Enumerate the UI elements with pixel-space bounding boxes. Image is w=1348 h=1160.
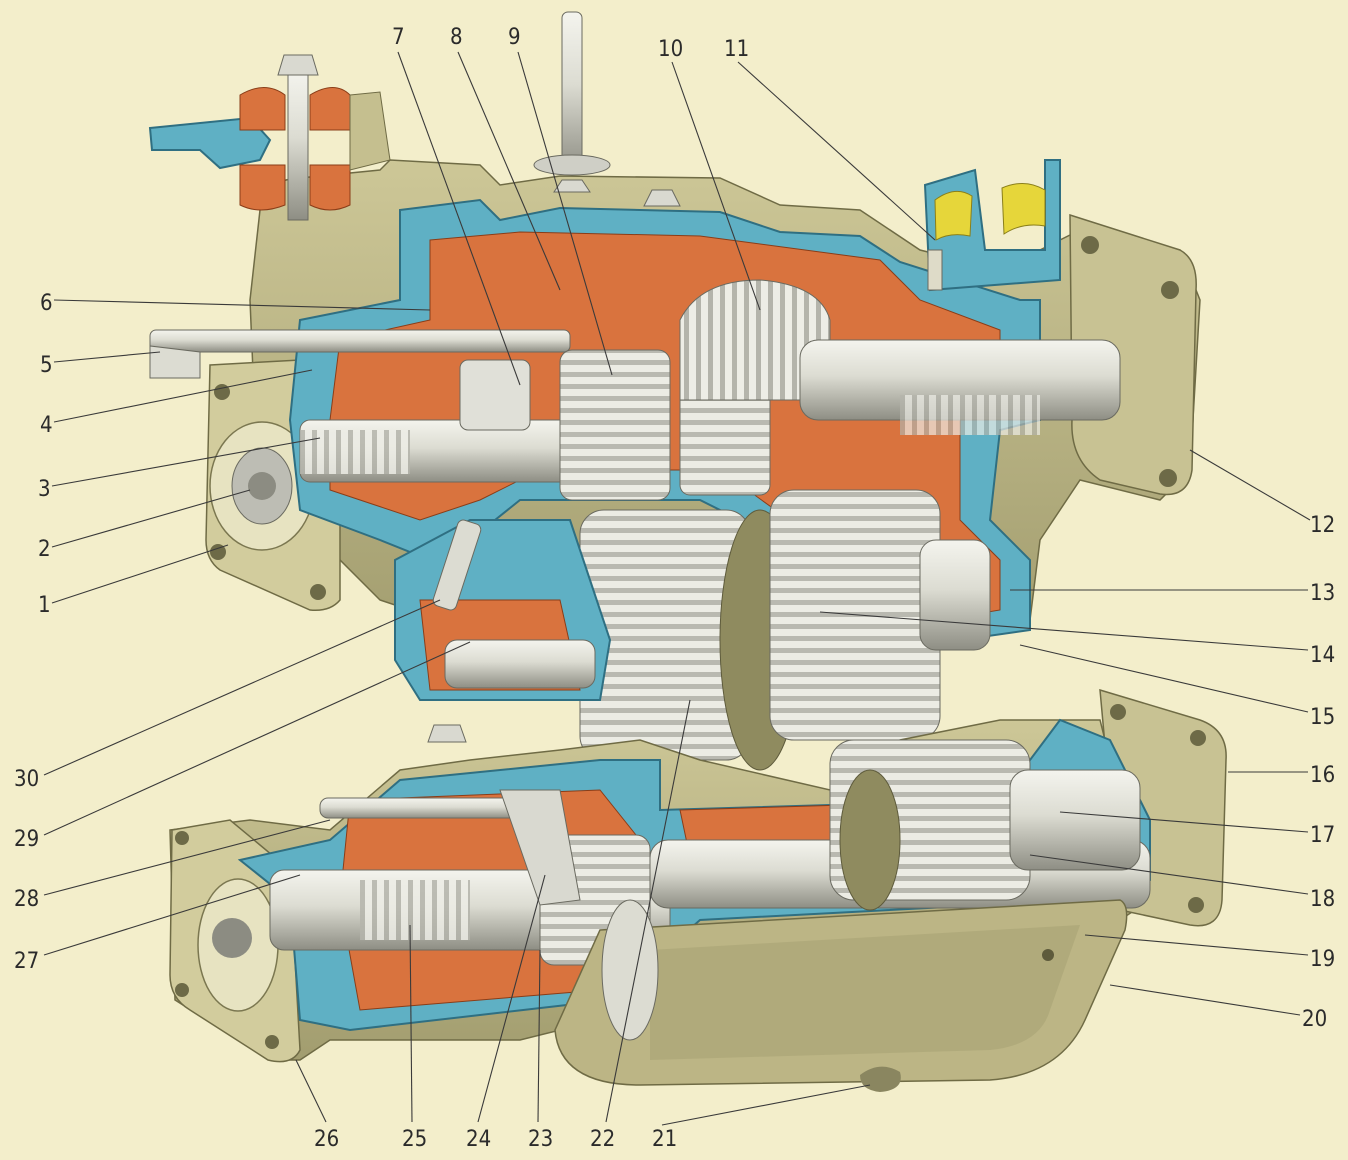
callout-label-26: 26 bbox=[314, 1127, 339, 1152]
oil-pan-cover bbox=[554, 899, 1128, 1092]
callout-label-12: 12 bbox=[1310, 513, 1335, 538]
callout-label-28: 28 bbox=[14, 887, 39, 912]
callout-label-19: 19 bbox=[1310, 947, 1335, 972]
callout-label-17: 17 bbox=[1310, 823, 1335, 848]
callout-label-21: 21 bbox=[652, 1127, 677, 1152]
callout-label-27: 27 bbox=[14, 949, 39, 974]
input-shaft bbox=[299, 419, 601, 483]
callout-label-4: 4 bbox=[40, 413, 53, 438]
leader-line-26 bbox=[295, 1059, 327, 1123]
callout-label-10: 10 bbox=[658, 37, 683, 62]
callout-label-3: 3 bbox=[38, 477, 51, 502]
leader-line-29 bbox=[43, 641, 471, 836]
callout-label-15: 15 bbox=[1310, 705, 1335, 730]
output-shaft-nut bbox=[212, 918, 252, 958]
shift-fork bbox=[923, 159, 1061, 292]
lower-shift-rod bbox=[319, 724, 581, 906]
leader-line-17 bbox=[1059, 811, 1309, 833]
callout-label-14: 14 bbox=[1310, 643, 1335, 668]
callout-label-2: 2 bbox=[38, 537, 51, 562]
callout-label-30: 30 bbox=[14, 767, 39, 792]
callout-label-23: 23 bbox=[528, 1127, 553, 1152]
shift-linkage-housing bbox=[394, 519, 612, 701]
leader-line-5 bbox=[53, 351, 161, 363]
top-drive-gear bbox=[679, 279, 831, 401]
callout-label-24: 24 bbox=[466, 1127, 491, 1152]
top-stud bbox=[533, 11, 681, 207]
intermediate-gear-block bbox=[579, 489, 991, 771]
callout-label-16: 16 bbox=[1310, 763, 1335, 788]
leader-line-12 bbox=[1189, 449, 1311, 521]
mounting-bracket-with-rubber-pads bbox=[148, 54, 391, 221]
lower-rear-shaft bbox=[649, 739, 1151, 911]
rear-output-shaft bbox=[799, 339, 1121, 435]
callout-label-18: 18 bbox=[1310, 887, 1335, 912]
callout-label-25: 25 bbox=[402, 1127, 427, 1152]
leader-line-3 bbox=[51, 437, 321, 487]
leader-line-7 bbox=[397, 51, 521, 386]
leader-line-30 bbox=[43, 599, 441, 776]
leader-line-19 bbox=[1084, 934, 1309, 956]
callout-label-6: 6 bbox=[40, 291, 53, 316]
leader-line-22 bbox=[605, 699, 691, 1123]
callout-label-11: 11 bbox=[724, 37, 749, 62]
leader-line-1 bbox=[51, 544, 229, 604]
callout-label-20: 20 bbox=[1302, 1007, 1327, 1032]
leader-line-18 bbox=[1029, 854, 1309, 895]
leader-line-24 bbox=[477, 874, 546, 1123]
callout-label-9: 9 bbox=[508, 25, 521, 50]
leader-line-9 bbox=[517, 51, 613, 376]
leader-line-4 bbox=[53, 369, 313, 423]
drain-plug bbox=[860, 1066, 901, 1092]
leader-line-20 bbox=[1109, 984, 1301, 1016]
leader-line-15 bbox=[1019, 644, 1309, 713]
leader-line-27 bbox=[43, 874, 301, 956]
leader-line-25 bbox=[409, 924, 413, 1123]
callout-label-29: 29 bbox=[14, 827, 39, 852]
leader-line-21 bbox=[661, 1084, 871, 1126]
callout-label-13: 13 bbox=[1310, 581, 1335, 606]
leader-line-28 bbox=[43, 819, 331, 896]
callout-label-1: 1 bbox=[38, 593, 51, 618]
leader-line-8 bbox=[457, 51, 561, 291]
leader-line-14 bbox=[819, 611, 1309, 651]
oil-pan-bolt bbox=[1042, 949, 1054, 961]
leader-line-10 bbox=[671, 61, 761, 311]
callout-label-8: 8 bbox=[450, 25, 463, 50]
shift-rod bbox=[149, 329, 571, 379]
leader-line-6 bbox=[53, 299, 431, 311]
callout-label-22: 22 bbox=[590, 1127, 615, 1152]
input-shaft-nut bbox=[248, 472, 276, 500]
callout-label-5: 5 bbox=[40, 353, 53, 378]
callout-label-7: 7 bbox=[392, 25, 405, 50]
leader-line-11 bbox=[737, 61, 936, 241]
leader-line-2 bbox=[51, 489, 251, 548]
leader-line-23 bbox=[537, 949, 541, 1123]
